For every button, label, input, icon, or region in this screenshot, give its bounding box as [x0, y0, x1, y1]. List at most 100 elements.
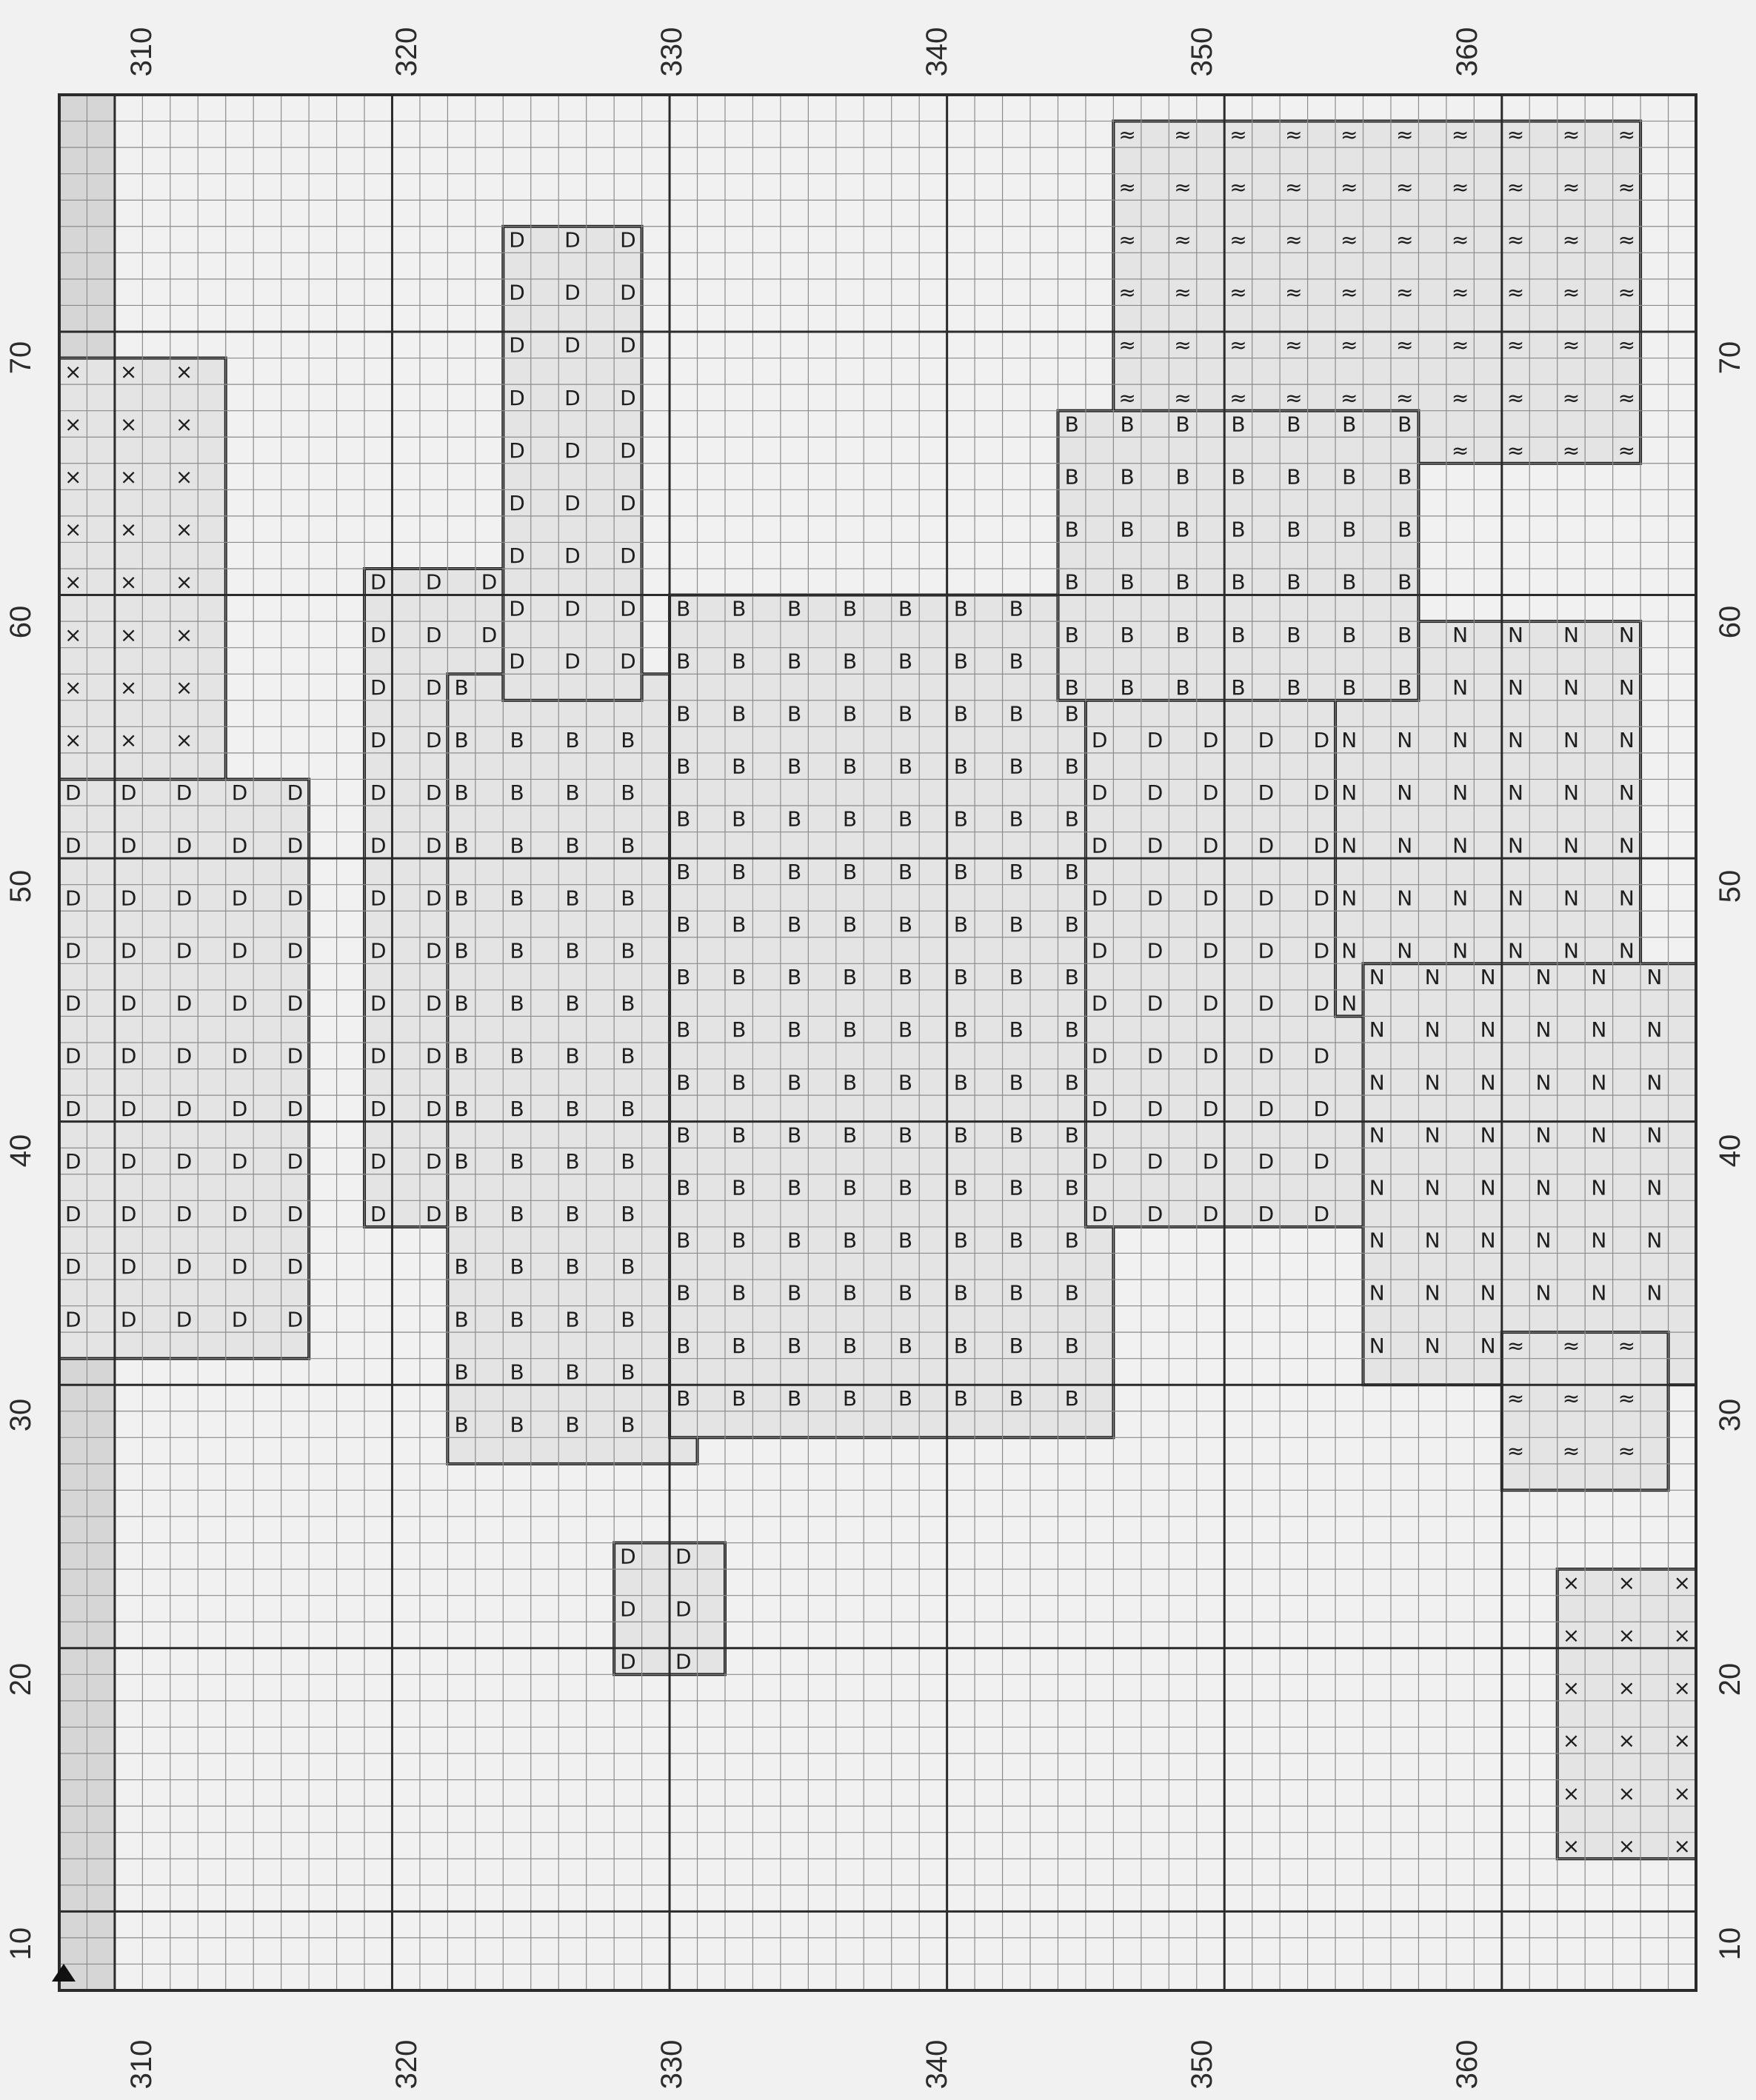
stitch-symbol: × — [1563, 1623, 1580, 1648]
stitch-symbol: B — [1065, 1281, 1079, 1305]
stitch-symbol: D — [176, 886, 193, 910]
stitch-symbol: ≈ — [1618, 228, 1635, 253]
stitch-symbol: ≈ — [1507, 281, 1524, 305]
stitch-symbol: × — [176, 412, 193, 436]
stitch-symbol: × — [64, 570, 81, 595]
stitch-symbol: D — [1092, 780, 1108, 805]
stitch-symbol: D — [509, 649, 525, 673]
left-row-label-50: 50 — [2, 853, 39, 920]
start-arrow-icon — [52, 1964, 76, 1982]
stitch-symbol: B — [510, 780, 524, 805]
stitch-symbol: B — [1398, 675, 1412, 700]
stitch-symbol: B — [1065, 518, 1079, 542]
stitch-symbol: D — [65, 992, 81, 1016]
stitch-symbol: D — [176, 939, 193, 963]
stitch-symbol: B — [1009, 702, 1024, 726]
stitch-symbol: × — [64, 518, 81, 542]
stitch-symbol: B — [732, 1123, 746, 1147]
left-row-label-20: 20 — [2, 1646, 39, 1713]
stitch-symbol: D — [1203, 1202, 1219, 1226]
stitch-symbol: B — [621, 1254, 635, 1279]
stitch-symbol: B — [455, 1149, 469, 1174]
stitch-symbol: B — [1231, 675, 1245, 700]
stitch-symbol: N — [1646, 1123, 1662, 1147]
stitch-symbol: D — [1203, 833, 1219, 857]
left-row-label-60: 60 — [2, 589, 39, 655]
stitch-symbol: × — [1563, 1781, 1580, 1805]
stitch-symbol: D — [509, 333, 525, 358]
stitch-symbol: B — [787, 860, 801, 884]
stitch-symbol: N — [1480, 965, 1496, 989]
stitch-symbol: N — [1646, 1281, 1662, 1305]
stitch-symbol: D — [1258, 1202, 1275, 1226]
stitch-symbol: B — [455, 1044, 469, 1069]
stitch-symbol: B — [1231, 518, 1245, 542]
stitch-symbol: D — [1092, 1044, 1108, 1069]
stitch-symbol: × — [64, 728, 81, 752]
stitch-symbol: B — [732, 1176, 746, 1200]
stitch-symbol: ≈ — [1229, 228, 1246, 253]
stitch-symbol: D — [1092, 728, 1108, 752]
stitch-symbol: N — [1536, 1228, 1552, 1253]
stitch-symbol: N — [1536, 1281, 1552, 1305]
stitch-symbol: N — [1480, 1334, 1496, 1358]
stitch-symbol: D — [370, 675, 387, 700]
stitch-symbol: B — [1231, 623, 1245, 647]
stitch-symbol: D — [232, 833, 248, 857]
stitch-symbol: ≈ — [1618, 438, 1635, 463]
stitch-symbol: ≈ — [1507, 175, 1524, 199]
stitch-symbol: D — [1147, 780, 1164, 805]
stitch-symbol: D — [370, 1149, 387, 1174]
stitch-symbol: × — [1563, 1728, 1580, 1753]
stitch-symbol: B — [954, 596, 968, 621]
stitch-symbol: ≈ — [1341, 228, 1358, 253]
bottom-col-label-320: 320 — [388, 2031, 425, 2098]
stitch-symbol: ≈ — [1507, 333, 1524, 358]
stitch-symbol: D — [121, 1149, 137, 1174]
stitch-symbol: N — [1341, 992, 1357, 1016]
stitch-symbol: B — [1231, 570, 1245, 595]
stitch-symbol: B — [843, 649, 857, 673]
stitch-symbol: D — [1314, 833, 1330, 857]
stitch-symbol: B — [843, 1334, 857, 1358]
stitch-symbol: D — [1203, 886, 1219, 910]
stitch-symbol: N — [1563, 886, 1579, 910]
stitch-symbol: B — [1286, 623, 1301, 647]
stitch-symbol: B — [954, 1123, 968, 1147]
stitch-symbol: D — [121, 1307, 137, 1331]
stitch-symbol: B — [510, 1413, 524, 1437]
stitch-symbol: B — [843, 807, 857, 832]
stitch-symbol: N — [1369, 1176, 1385, 1200]
stitch-symbol: B — [1009, 1281, 1024, 1305]
stitch-symbol: ≈ — [1396, 228, 1413, 253]
stitch-symbol: × — [1618, 1676, 1635, 1700]
stitch-symbol: B — [455, 780, 469, 805]
stitch-symbol: ≈ — [1563, 122, 1580, 147]
stitch-symbol: N — [1452, 728, 1468, 752]
stitch-symbol: D — [176, 1307, 193, 1331]
stitch-symbol: ≈ — [1618, 1334, 1635, 1358]
stitch-symbol: N — [1480, 1176, 1496, 1200]
stitch-symbol: N — [1369, 1017, 1385, 1042]
top-col-label-360: 360 — [1449, 19, 1486, 85]
stitch-symbol: B — [676, 860, 690, 884]
stitch-symbol: ≈ — [1563, 175, 1580, 199]
stitch-symbol: ≈ — [1341, 281, 1358, 305]
stitch-symbol: ≈ — [1618, 386, 1635, 410]
stitch-symbol: B — [732, 1070, 746, 1094]
stitch-symbol: D — [65, 1202, 81, 1226]
stitch-symbol: D — [564, 228, 581, 253]
stitch-symbol: ≈ — [1563, 438, 1580, 463]
stitch-symbol: D — [65, 833, 81, 857]
stitch-symbol: B — [843, 1070, 857, 1094]
stitch-symbol: D — [65, 886, 81, 910]
stitch-symbol: B — [455, 1254, 469, 1279]
stitch-symbol: B — [898, 649, 912, 673]
stitch-symbol: B — [455, 833, 469, 857]
stitch-symbol: D — [370, 833, 387, 857]
stitch-symbol: B — [898, 1386, 912, 1411]
stitch-symbol: B — [787, 596, 801, 621]
stitch-symbol: D — [1314, 780, 1330, 805]
stitch-symbol: B — [676, 1017, 690, 1042]
stitch-symbol: × — [64, 465, 81, 489]
